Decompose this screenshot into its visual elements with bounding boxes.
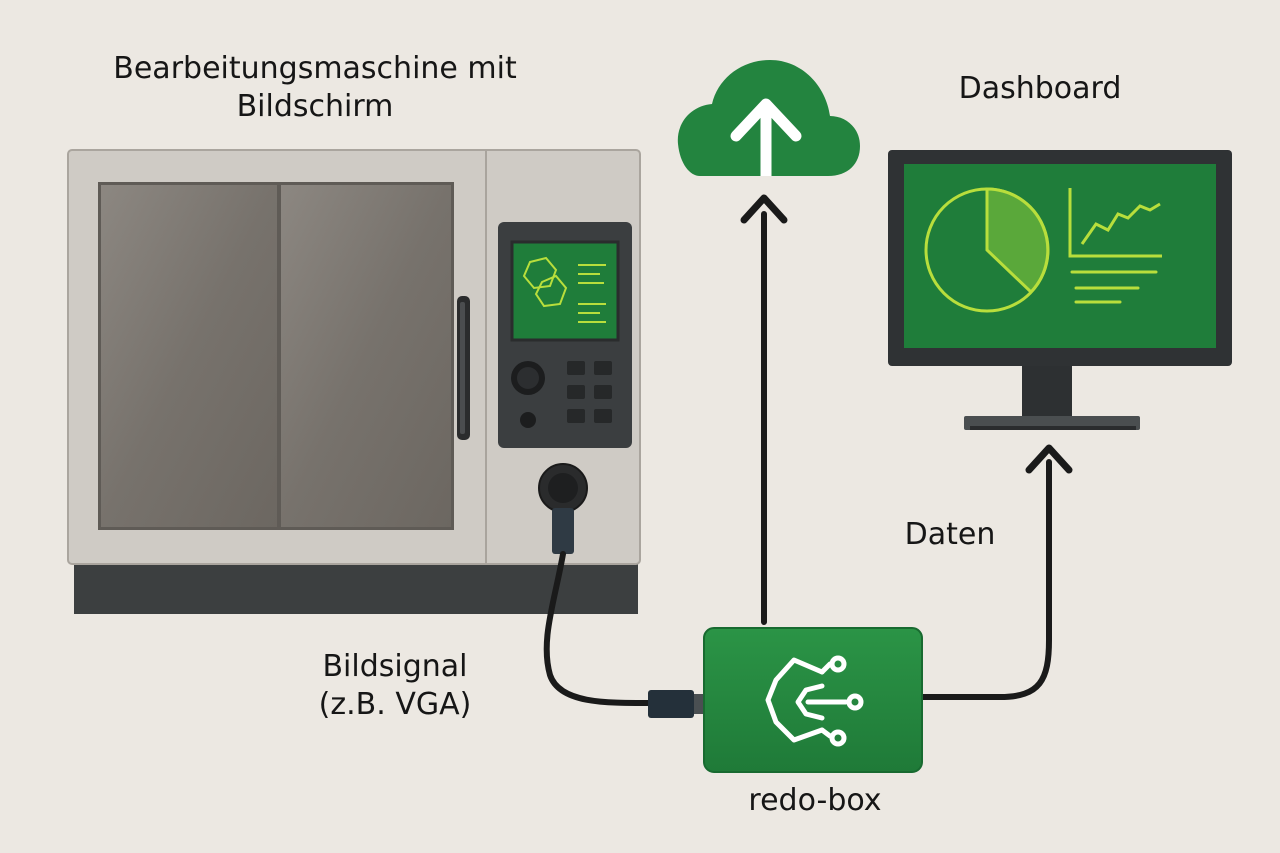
circuit-icon bbox=[765, 655, 864, 747]
cloud-upload-icon bbox=[677, 60, 860, 176]
machine bbox=[67, 149, 641, 614]
redo-box bbox=[703, 627, 923, 773]
control-small-button bbox=[520, 412, 536, 428]
video-plug bbox=[552, 508, 574, 554]
control-keypad bbox=[567, 361, 612, 423]
dashboard-data-line bbox=[917, 459, 1052, 700]
signal-label: Bildsignal (z.B. VGA) bbox=[318, 649, 472, 722]
control-screen-graphic bbox=[522, 256, 558, 290]
data-label: Daten bbox=[904, 517, 996, 552]
pie-chart-icon bbox=[924, 187, 1050, 313]
signal-cable bbox=[543, 551, 663, 707]
cable-connector bbox=[648, 690, 694, 718]
monitor-screen bbox=[904, 164, 1216, 348]
cloud-uplink-arrowhead bbox=[740, 194, 788, 224]
machine-door-right bbox=[281, 185, 451, 527]
dashboard-label: Dashboard bbox=[958, 71, 1122, 106]
dashboard-monitor bbox=[888, 150, 1232, 430]
machine-base bbox=[74, 562, 638, 614]
line-chart-icon bbox=[1068, 188, 1162, 258]
dashboard-arrowhead bbox=[1025, 444, 1073, 474]
redo-box-label: redo-box bbox=[748, 783, 882, 818]
machine-label: Bearbeitungsmaschine mit Bildschirm bbox=[113, 51, 517, 124]
machine-door-left bbox=[101, 185, 277, 527]
dashboard-text-lines bbox=[1070, 270, 1158, 304]
